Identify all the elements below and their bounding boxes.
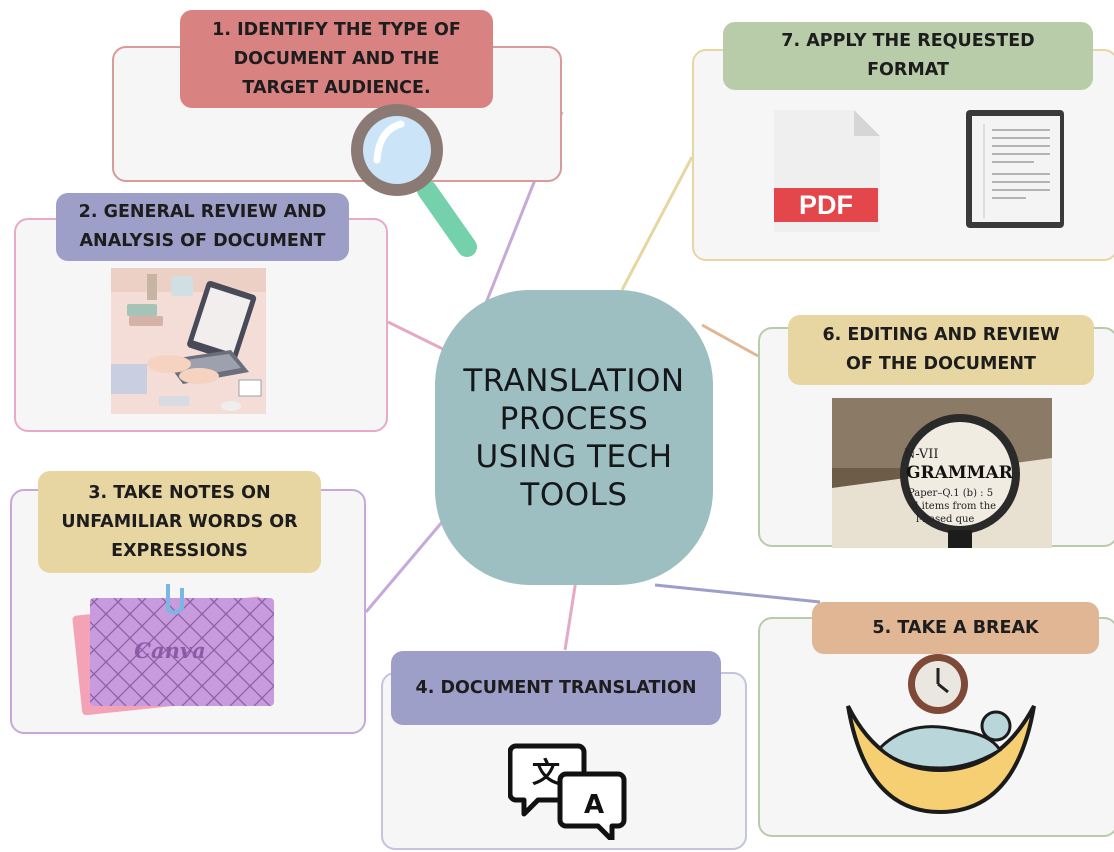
central-topic: TRANSLATION PROCESS USING TECH TOOLS [435, 290, 713, 585]
canva-logo-text: Canva [134, 638, 205, 663]
step-7-label: 7. APPLY THE REQUESTED FORMAT [723, 22, 1093, 90]
laptop-desk-illustration [111, 268, 266, 414]
step-2-text: 2. GENERAL REVIEW AND ANALYSIS OF DOCUME… [78, 202, 327, 251]
connector-step-5 [654, 583, 821, 604]
photo-text-line-3: Paper–Q.1 (b) : 5 [908, 488, 993, 499]
step-3-text: 3. TAKE NOTES ON UNFAMILIAR WORDS OR EXP… [61, 482, 298, 561]
grammar-magnifier-photo: N-VII GRAMMAR Paper–Q.1 (b) : 5 d items … [832, 398, 1052, 548]
step-6-label: 6. EDITING AND REVIEW OF THE DOCUMENT [788, 315, 1094, 385]
magnifier-icon [351, 104, 477, 257]
pdf-file-icon: PDF [774, 110, 880, 232]
canva-notes-illustration: Canva [72, 584, 274, 716]
central-topic-title: TRANSLATION PROCESS USING TECH TOOLS [463, 362, 685, 513]
step-1-text: 1. IDENTIFY THE TYPE OF DOCUMENT AND THE… [212, 19, 461, 98]
photo-text-line-2: GRAMMAR [906, 463, 1014, 483]
pdf-label: PDF [799, 190, 853, 220]
step-5-label: 5. TAKE A BREAK [812, 602, 1099, 654]
step-7-text: 7. APPLY THE REQUESTED FORMAT [781, 31, 1035, 80]
step-4-label: 4. DOCUMENT TRANSLATION [391, 651, 721, 725]
step-5-text: 5. TAKE A BREAK [872, 617, 1039, 638]
translate-glyph-a: 文 [532, 756, 560, 789]
connector-step-6 [701, 323, 759, 358]
translate-glyph-b: A [584, 790, 604, 820]
step-3-label: 3. TAKE NOTES ON UNFAMILIAR WORDS OR EXP… [38, 471, 321, 573]
photo-text-line-5: l-based que [916, 514, 974, 525]
step-6-text: 6. EDITING AND REVIEW OF THE DOCUMENT [822, 325, 1060, 374]
translate-icon: 文 A [508, 743, 627, 840]
connector-step-4 [563, 579, 578, 651]
hammock-clock-icon [846, 654, 1036, 815]
step-1-label: 1. IDENTIFY THE TYPE OF DOCUMENT AND THE… [180, 10, 493, 108]
step-2-label: 2. GENERAL REVIEW AND ANALYSIS OF DOCUME… [56, 193, 349, 261]
photo-text-line-4: d items from the [912, 501, 996, 512]
step-4-text: 4. DOCUMENT TRANSLATION [415, 677, 697, 698]
photo-text-line-1: N-VII [904, 447, 938, 462]
document-pages-icon [966, 110, 1064, 228]
connector-step-7 [620, 156, 694, 291]
connector-step-3 [364, 514, 450, 613]
